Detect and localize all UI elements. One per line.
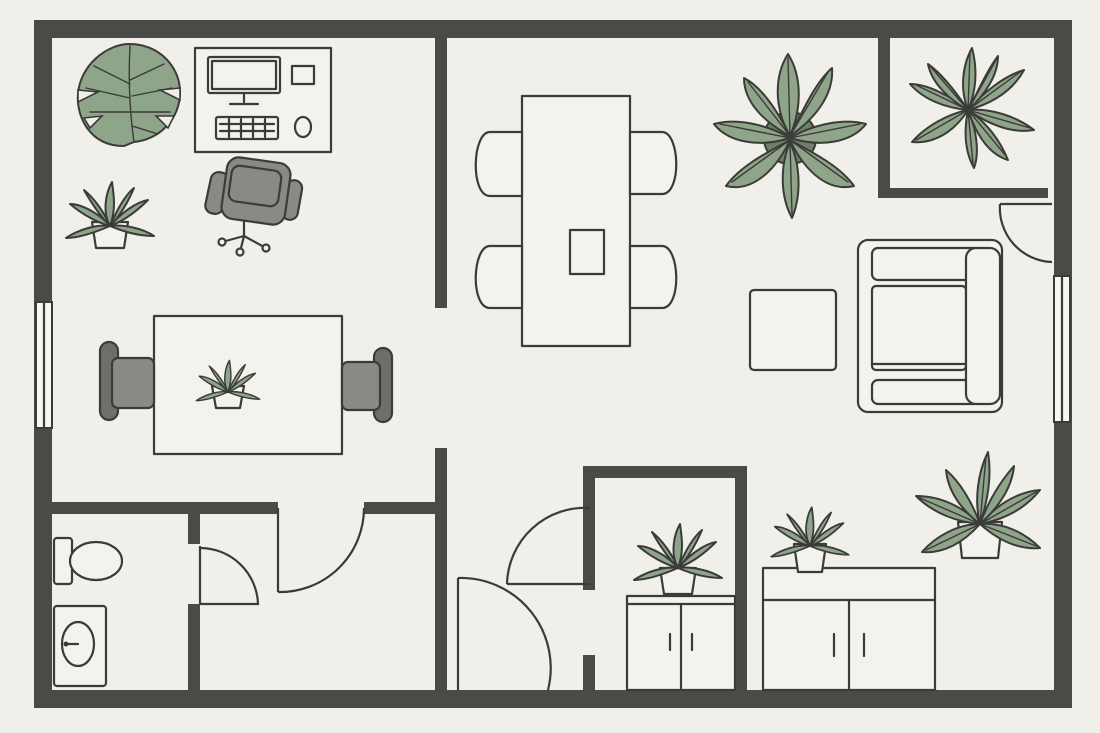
wall-utility-right [735, 466, 747, 690]
potted-plant [915, 451, 1041, 560]
monitor [206, 55, 282, 106]
door[interactable] [198, 546, 260, 606]
fiddle-leaf-plant [713, 53, 867, 219]
keyboard [214, 115, 280, 141]
wall-bath-top-right [364, 502, 438, 514]
meeting-chair[interactable] [98, 340, 156, 422]
cabinet[interactable] [625, 594, 737, 692]
plant-corner [909, 47, 1035, 169]
armchair[interactable] [856, 238, 1004, 414]
palm-plant [909, 47, 1035, 169]
meeting-table[interactable] [152, 314, 344, 456]
office-chair[interactable] [204, 156, 304, 257]
wall-bath-top-left [52, 502, 278, 514]
wall-utility-left-upper [583, 466, 595, 590]
wall-bath-closet-upper [188, 514, 200, 544]
side-table[interactable] [748, 288, 838, 372]
door[interactable] [505, 506, 591, 586]
office-room [65, 43, 394, 456]
outer-wall-top [34, 20, 1072, 38]
spider-plant [65, 181, 155, 250]
wall-utility-left-lower [583, 655, 595, 690]
table-runner [568, 228, 606, 276]
dining-room [474, 53, 867, 348]
outer-wall-bottom [34, 690, 1072, 708]
speaker [290, 64, 316, 86]
windows [35, 274, 1071, 430]
meeting-chair[interactable] [340, 346, 394, 424]
dining-table[interactable] [520, 94, 632, 348]
mouse [293, 115, 313, 139]
dining-chair[interactable] [628, 130, 678, 196]
sink[interactable] [52, 604, 108, 688]
dining-chair[interactable] [628, 244, 678, 310]
wall-bath-closet-lower [188, 604, 200, 690]
living-room [748, 238, 1041, 560]
dining-chair[interactable] [474, 244, 524, 310]
toilet[interactable] [52, 536, 124, 586]
sideboard[interactable] [761, 566, 937, 692]
door[interactable] [456, 576, 552, 691]
doors [198, 202, 1053, 691]
door[interactable] [998, 202, 1053, 264]
wall-plant-corner-left [878, 38, 890, 198]
dining-chair[interactable] [474, 130, 524, 198]
wall-office-dining-upper [435, 38, 447, 308]
table-plant [195, 359, 261, 410]
potted-plant [770, 506, 850, 574]
wall-utility-top [583, 466, 747, 478]
potted-plant [633, 523, 723, 596]
computer-desk[interactable] [193, 46, 333, 154]
window [1053, 274, 1071, 424]
window [35, 300, 53, 430]
wall-plant-corner-bottom [878, 188, 1048, 198]
door[interactable] [276, 507, 366, 594]
monstera-plant [76, 43, 181, 147]
wall-office-dining-lower [435, 448, 447, 690]
utility-room [625, 523, 737, 692]
bathroom [52, 536, 124, 688]
